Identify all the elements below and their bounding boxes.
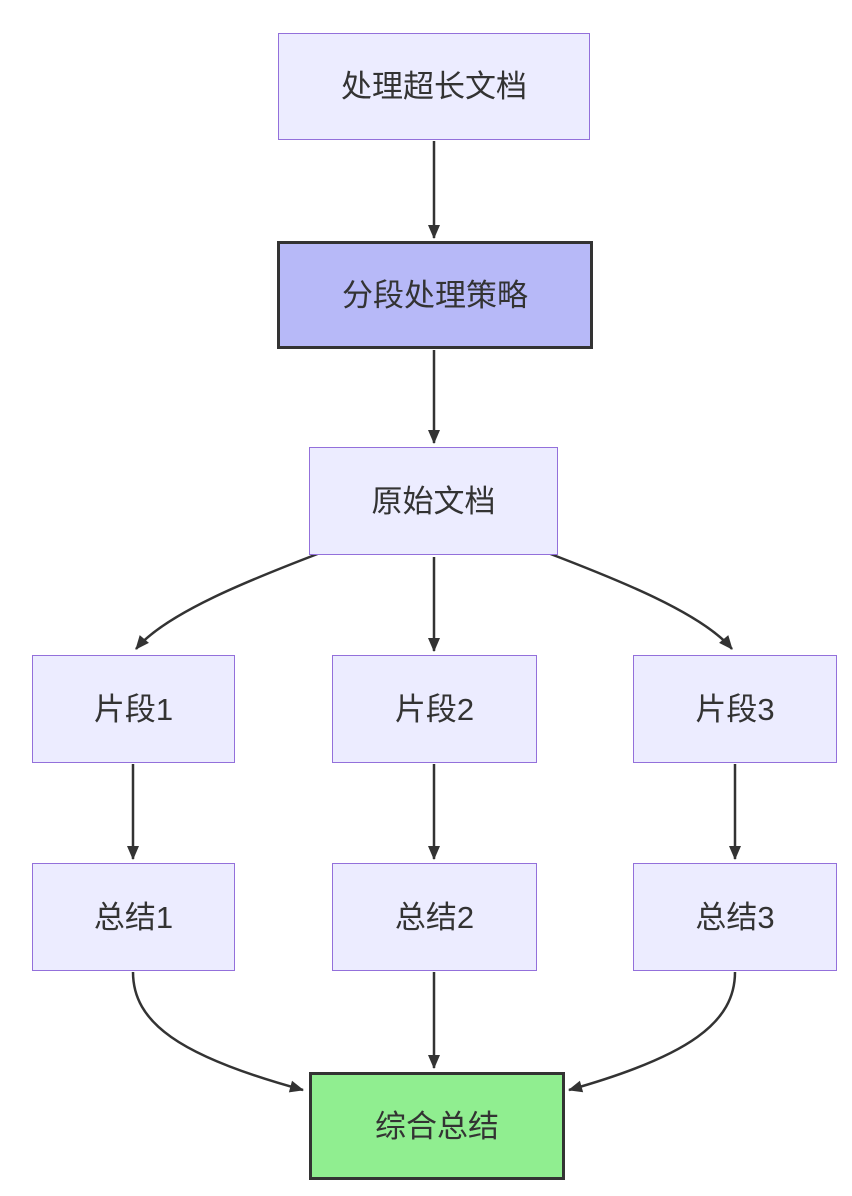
- node-seg2: 片段2: [332, 655, 537, 763]
- node-seg1: 片段1: [32, 655, 235, 763]
- edge-doc-to-seg3: [547, 551, 733, 650]
- node-sum3: 总结3: [633, 863, 837, 971]
- node-task: 处理超长文档: [278, 33, 590, 140]
- node-doc: 原始文档: [309, 447, 558, 555]
- node-seg3: 片段3: [633, 655, 837, 763]
- edge-doc-to-seg1: [135, 551, 321, 650]
- node-sum2: 总结2: [332, 863, 537, 971]
- node-strategy: 分段处理策略: [277, 241, 593, 349]
- edge-sum1-to-final: [131, 971, 304, 1093]
- node-sum1: 总结1: [32, 863, 235, 971]
- node-final: 综合总结: [309, 1072, 565, 1180]
- edge-sum3-to-final: [568, 971, 737, 1093]
